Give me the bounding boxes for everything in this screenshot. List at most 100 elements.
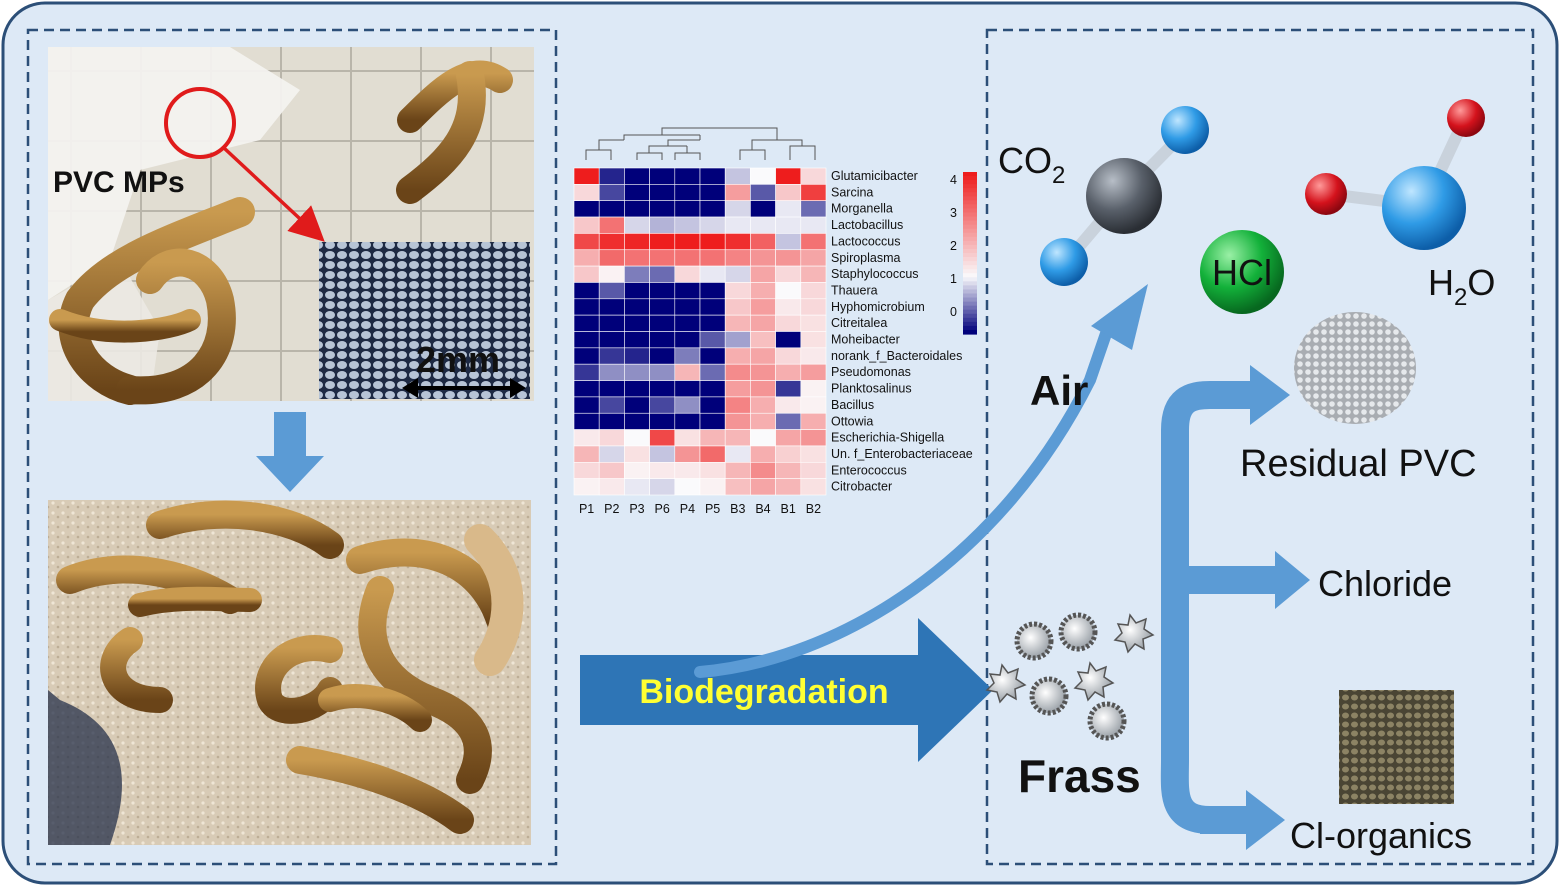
heatmap-cell: [699, 282, 726, 300]
biodegradation-arrow: [580, 618, 993, 762]
heatmap-cell: [775, 167, 802, 185]
heatmap-cell: [624, 298, 650, 316]
heatmap-cell: [724, 363, 751, 381]
co2-molecule: [1040, 106, 1209, 286]
heatmap-cell: [800, 445, 827, 463]
scale-bar-segment: [963, 289, 977, 295]
heatmap-cell: [775, 347, 802, 365]
h2o-label: H2O: [1428, 262, 1495, 311]
heatmap-cell: [750, 396, 776, 414]
scale-bar-segment: [963, 273, 977, 278]
heatmap-row-label: Lactobacillus: [831, 218, 903, 232]
heatmap-cell: [775, 331, 802, 349]
heatmap-cell: [800, 412, 827, 430]
heatmap-cell: [724, 314, 751, 332]
heatmap-cell: [649, 216, 676, 234]
heatmap-cell: [598, 200, 625, 218]
heatmap-cell: [649, 167, 676, 185]
heatmap-cell: [699, 331, 726, 349]
heatmap-cell: [573, 478, 600, 496]
heatmap-cell: [750, 184, 776, 202]
heatmap-cell: [775, 298, 802, 316]
heatmap-cell: [724, 184, 751, 202]
heatmap-cell: [750, 331, 776, 349]
heatmap-cell: [674, 282, 701, 300]
scale-bar-segment: [963, 172, 977, 177]
heatmap-cell: [649, 396, 676, 414]
heatmap-cell: [699, 396, 726, 414]
photo-worms-pvc: [48, 47, 534, 405]
scale-bar-label: 2mm: [416, 339, 500, 380]
heatmap-cell: [775, 200, 802, 218]
scale-bar-segment: [963, 305, 977, 311]
scale-bar-segment: [963, 232, 977, 238]
heatmap-cell: [750, 380, 776, 398]
heatmap-cell: [598, 265, 625, 283]
heatmap-cell: [573, 396, 600, 414]
scale-bar-segment: [963, 269, 977, 274]
heatmap-cell: [674, 216, 701, 234]
hcl-label: HCl: [1212, 252, 1272, 293]
heatmap-dendrogram: [585, 127, 816, 160]
heatmap-cell: [649, 429, 676, 447]
scale-tick-label: 1: [950, 272, 957, 286]
scale-bar-segment: [963, 257, 977, 262]
heatmap-cell: [649, 347, 676, 365]
scale-tick-label: 2: [950, 239, 957, 253]
heatmap-cell: [699, 216, 726, 234]
heatmap-cell: [674, 233, 701, 251]
heatmap-row-label: Thauera: [831, 283, 878, 297]
heatmap-cell: [598, 233, 625, 251]
heatmap-cell: [750, 478, 776, 496]
chloride-label: Chloride: [1318, 563, 1452, 604]
heatmap-cell: [674, 200, 701, 218]
heatmap-cell: [624, 478, 650, 496]
down-arrow: [256, 412, 324, 492]
heatmap-cell: [800, 347, 827, 365]
scale-bar-segment: [963, 240, 977, 246]
heatmap-cell: [800, 265, 827, 283]
heatmap-cell: [573, 233, 600, 251]
heatmap-row-label: Moheibacter: [831, 333, 900, 347]
heatmap-cell: [674, 331, 701, 349]
heatmap-row-label: Lactococcus: [831, 234, 900, 248]
heatmap-col-label: P6: [655, 502, 670, 516]
heatmap-cell: [800, 233, 827, 251]
heatmap-cell: [724, 282, 751, 300]
heatmap-cell: [724, 216, 751, 234]
co2-label: CO2: [998, 140, 1065, 189]
heatmap-cell: [598, 461, 625, 479]
heatmap-cell: [674, 396, 701, 414]
heatmap-cell: [598, 167, 625, 185]
heatmap-cell: [674, 167, 701, 185]
scale-bar-segment: [963, 313, 977, 319]
heatmap-cell: [598, 282, 625, 300]
heatmap-cell: [573, 347, 600, 365]
scale-tick-label: 4: [950, 173, 957, 187]
air-label: Air: [1030, 367, 1088, 414]
heatmap-row-label: Un. f_Enterobacteriaceae: [831, 447, 973, 461]
heatmap-row-label: Ottowia: [831, 414, 873, 428]
heatmap-cell: [750, 445, 776, 463]
heatmap-cell: [699, 478, 726, 496]
heatmap-cell: [573, 363, 600, 381]
scale-bar-segment: [963, 329, 977, 335]
heatmap-cell: [750, 298, 776, 316]
heatmap-cell: [699, 461, 726, 479]
cl-organics-label: Cl-organics: [1290, 815, 1472, 856]
heatmap-cell: [800, 363, 827, 381]
heatmap-cell: [800, 478, 827, 496]
heatmap-cell: [598, 216, 625, 234]
heatmap-row-label: Hyphomicrobium: [831, 300, 925, 314]
scale-bar-segment: [963, 228, 977, 234]
frass-label: Frass: [1018, 750, 1141, 802]
heatmap-cell: [750, 167, 776, 185]
heatmap-col-label: B1: [781, 502, 796, 516]
heatmap-cell: [598, 363, 625, 381]
scale-bar-segment: [963, 325, 977, 331]
scale-bar-segment: [963, 212, 977, 218]
heatmap-cell: [775, 314, 802, 332]
heatmap-cell: [699, 167, 726, 185]
scale-bar-arrow: [402, 378, 526, 398]
scale-bar-segment: [963, 317, 977, 323]
